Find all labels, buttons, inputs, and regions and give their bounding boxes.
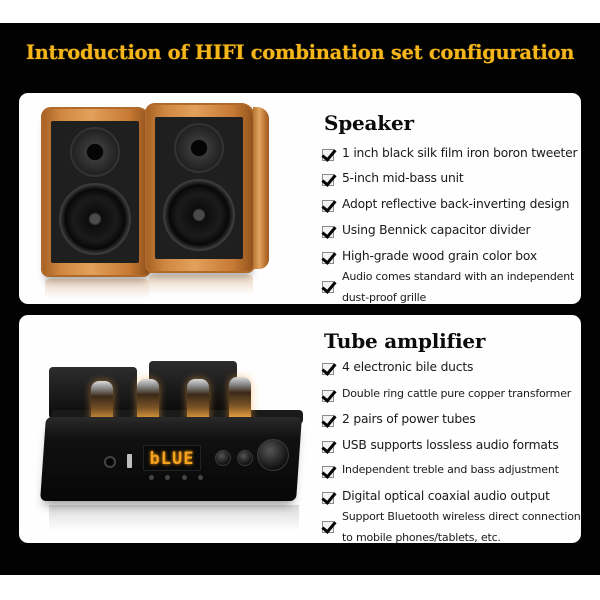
checkbox-check-icon	[322, 174, 334, 186]
checkbox-check-icon	[322, 415, 334, 427]
speaker-right	[145, 103, 269, 295]
section-title-speaker: Speaker	[324, 111, 414, 135]
speaker-feature-list: Speaker 1 inch black silk film iron boro…	[322, 93, 581, 304]
bass-knob	[215, 450, 231, 466]
checkbox-check-icon	[322, 521, 334, 533]
feature-item: Independent treble and bass adjustment	[322, 463, 581, 483]
speaker-product-image	[19, 93, 319, 304]
amplifier-feature-list: Tube amplifier 4 electronic bile ducts D…	[322, 315, 581, 543]
page-title: Introduction of HIFI combination set con…	[25, 41, 575, 64]
tube-amplifier-panel: bLUE Tube amplifier 4 electronic bile du…	[19, 315, 581, 543]
checkbox-check-icon	[322, 200, 334, 212]
led-display: bLUE	[143, 445, 201, 471]
feature-item: Audio comes standard with an independent…	[322, 270, 581, 304]
checkbox-check-icon	[322, 363, 334, 375]
speaker-left	[41, 107, 165, 299]
volume-knob	[257, 439, 289, 471]
checkbox-check-icon	[322, 252, 334, 264]
feature-item: Adopt reflective back-inverting design	[322, 197, 581, 217]
feature-item: 2 pairs of power tubes	[322, 412, 581, 432]
feature-item: Using Bennick capacitor divider	[322, 223, 581, 243]
front-buttons	[149, 475, 203, 481]
amplifier-product-image: bLUE	[19, 315, 319, 543]
speaker-panel: Speaker 1 inch black silk film iron boro…	[19, 93, 581, 304]
checkbox-check-icon	[322, 281, 334, 293]
headphone-jack	[104, 456, 116, 468]
checkbox-check-icon	[322, 149, 334, 161]
treble-knob	[237, 450, 253, 466]
feature-item: 4 electronic bile ducts	[322, 360, 581, 380]
feature-item: Double ring cattle pure copper transform…	[322, 387, 581, 407]
section-title-tube-amplifier: Tube amplifier	[324, 329, 486, 353]
checkbox-check-icon	[322, 466, 334, 478]
feature-item: USB supports lossless audio formats	[322, 438, 581, 458]
feature-item: 5-inch mid-bass unit	[322, 171, 581, 191]
feature-item: Support Bluetooth wireless direct connec…	[322, 510, 581, 543]
checkbox-check-icon	[322, 390, 334, 402]
checkbox-check-icon	[322, 226, 334, 238]
feature-item: Digital optical coaxial audio output	[322, 489, 581, 509]
hifi-intro-banner: Introduction of HIFI combination set con…	[0, 23, 600, 575]
checkbox-check-icon	[322, 441, 334, 453]
feature-item: High-grade wood grain color box	[322, 249, 581, 269]
usb-port	[127, 454, 132, 468]
feature-item: 1 inch black silk film iron boron tweete…	[322, 146, 581, 166]
vacuum-tube	[229, 377, 251, 429]
checkbox-check-icon	[322, 492, 334, 504]
